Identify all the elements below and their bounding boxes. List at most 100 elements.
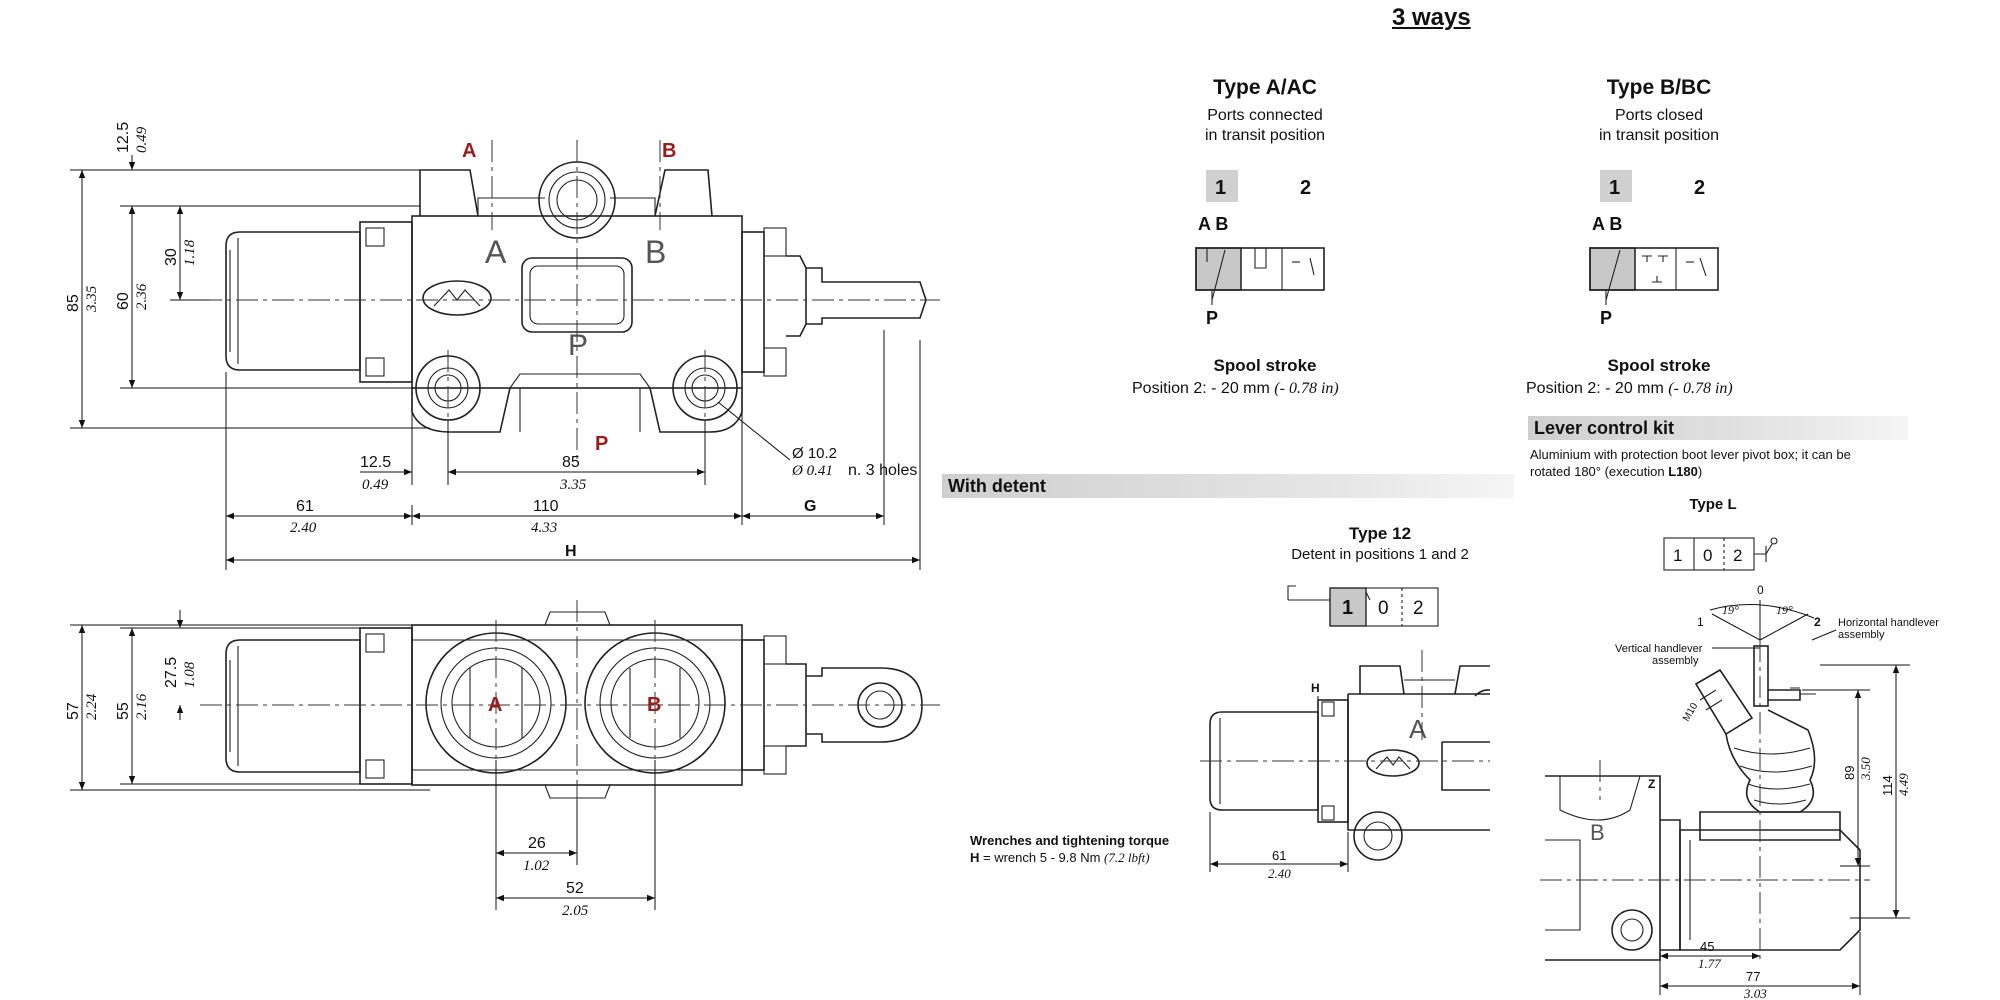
svg-text:1: 1 (1215, 177, 1226, 199)
svg-text:n. 3 holes: n. 3 holes (848, 462, 917, 479)
symbol-type-l: 1 0 2 (1663, 537, 1778, 571)
svg-text:0.49: 0.49 (362, 477, 389, 493)
svg-text:61: 61 (296, 498, 314, 515)
svg-text:Ø 10.2: Ø 10.2 (792, 445, 837, 462)
svg-text:55: 55 (115, 702, 132, 720)
svg-text:0.49: 0.49 (134, 126, 150, 153)
svg-text:4.33: 4.33 (531, 520, 557, 536)
svg-text:Ø 0.41: Ø 0.41 (791, 463, 833, 479)
svg-text:27.5: 27.5 (163, 657, 180, 688)
svg-text:A: A (462, 140, 476, 162)
type-12-title: Type 12 (1348, 524, 1412, 543)
detent-drawing: A H 61 2.40 (1200, 650, 1491, 881)
svg-text:0: 0 (1378, 598, 1389, 619)
svg-text:B: B (662, 140, 676, 162)
svg-text:77: 77 (1746, 969, 1760, 984)
type-b-stroke-text: Position 2: - 20 mm (- 0.78 in) (1526, 380, 1733, 397)
type-a-stroke-text: Position 2: - 20 mm (- 0.78 in) (1132, 380, 1339, 397)
svg-text:1: 1 (1697, 615, 1704, 629)
svg-text:Horizontal handlever: Horizontal handlever (1838, 617, 1939, 629)
lever-drawing: 0 1 2 19° 19° Vertical handlever assembl… (1540, 583, 1939, 1000)
svg-text:19°: 19° (1722, 603, 1739, 617)
svg-text:Vertical handlever: Vertical handlever (1615, 643, 1703, 655)
svg-text:assembly: assembly (1652, 655, 1699, 667)
type-l-title: Type L (1689, 496, 1737, 513)
svg-text:2.40: 2.40 (1268, 866, 1291, 881)
lever-control-band: Lever control kit (1528, 416, 1908, 440)
symbol-type-a: 1 2 A B P (1195, 170, 1325, 328)
lever-desc-1: Aluminium with protection boot lever piv… (1530, 447, 1851, 462)
svg-text:1: 1 (1342, 597, 1353, 619)
svg-text:A: A (485, 234, 507, 270)
svg-text:P: P (595, 433, 608, 455)
svg-text:3.03: 3.03 (1743, 986, 1767, 1000)
type-b-stroke-title: Spool stroke (1607, 356, 1711, 375)
type-a-title: Type A/AC (1213, 76, 1317, 99)
symbol-type-12: 1 0 2 (1287, 585, 1439, 627)
svg-text:114: 114 (1880, 775, 1895, 796)
svg-text:85: 85 (562, 454, 580, 471)
svg-text:2: 2 (1733, 546, 1742, 565)
svg-text:A B: A B (1198, 214, 1228, 234)
svg-text:H: H (1311, 681, 1320, 695)
type-a-subtitle-1: Ports connected (1207, 107, 1323, 124)
svg-text:A B: A B (1592, 214, 1622, 234)
svg-text:1.77: 1.77 (1698, 956, 1721, 971)
svg-text:61: 61 (1272, 848, 1286, 863)
svg-text:1.18: 1.18 (182, 239, 198, 266)
svg-text:1.02: 1.02 (523, 858, 550, 874)
svg-text:30: 30 (163, 248, 180, 266)
type-b-subtitle-2: in transit position (1598, 127, 1720, 144)
svg-text:B: B (645, 234, 666, 270)
svg-text:2.16: 2.16 (134, 693, 150, 720)
svg-text:2.36: 2.36 (134, 283, 150, 310)
svg-text:2.24: 2.24 (84, 693, 100, 720)
svg-text:2: 2 (1413, 598, 1424, 619)
wrench-text: H = wrench 5 - 9.8 Nm (7.2 lbft) (970, 850, 1150, 865)
svg-text:H: H (565, 543, 577, 560)
svg-text:2: 2 (1694, 177, 1705, 199)
svg-text:3.35: 3.35 (84, 285, 100, 313)
svg-text:M10: M10 (1681, 701, 1700, 724)
svg-text:1: 1 (1609, 177, 1620, 199)
svg-text:2: 2 (1814, 615, 1821, 629)
svg-text:P: P (1206, 308, 1218, 328)
type-a-stroke-title: Spool stroke (1213, 356, 1317, 375)
svg-text:19°: 19° (1776, 603, 1793, 617)
svg-text:P: P (568, 329, 588, 362)
svg-text:B: B (1590, 820, 1605, 845)
top-view: A B 57 2.24 55 2.16 27.5 1.08 26 1.02 52… (65, 600, 940, 919)
svg-text:2.40: 2.40 (290, 520, 317, 536)
svg-text:52: 52 (566, 880, 584, 897)
svg-text:26: 26 (528, 835, 546, 852)
svg-text:12.5: 12.5 (115, 122, 132, 153)
svg-text:57: 57 (65, 702, 82, 720)
wrench-title: Wrenches and tightening torque (970, 833, 1170, 848)
svg-text:B: B (647, 694, 661, 716)
svg-text:A: A (488, 694, 502, 716)
svg-text:110: 110 (533, 498, 559, 515)
svg-text:0: 0 (1757, 583, 1764, 597)
svg-text:3.35: 3.35 (559, 477, 587, 493)
type-b-title: Type B/BC (1606, 76, 1712, 99)
svg-text:assembly: assembly (1838, 629, 1885, 641)
type-a-subtitle-2: in transit position (1204, 127, 1326, 144)
page-title: 3 ways (1392, 4, 1471, 31)
svg-text:G: G (804, 498, 816, 515)
svg-text:12.5: 12.5 (360, 454, 391, 471)
svg-text:Z: Z (1648, 777, 1655, 791)
svg-text:1: 1 (1673, 546, 1682, 565)
svg-text:A: A (1409, 714, 1427, 744)
svg-text:2.05: 2.05 (562, 903, 589, 919)
lever-desc-2: rotated 180° (execution L180) (1530, 464, 1703, 479)
svg-text:85: 85 (65, 294, 82, 312)
svg-text:0: 0 (1703, 546, 1712, 565)
symbol-type-b: 1 2 A B P (1589, 170, 1719, 328)
svg-text:3.50: 3.50 (1858, 757, 1873, 781)
svg-text:4.49: 4.49 (1896, 773, 1911, 796)
svg-text:P: P (1600, 308, 1612, 328)
svg-text:2: 2 (1300, 177, 1311, 199)
svg-text:89: 89 (1842, 766, 1857, 780)
type-12-subtitle: Detent in positions 1 and 2 (1291, 546, 1469, 563)
